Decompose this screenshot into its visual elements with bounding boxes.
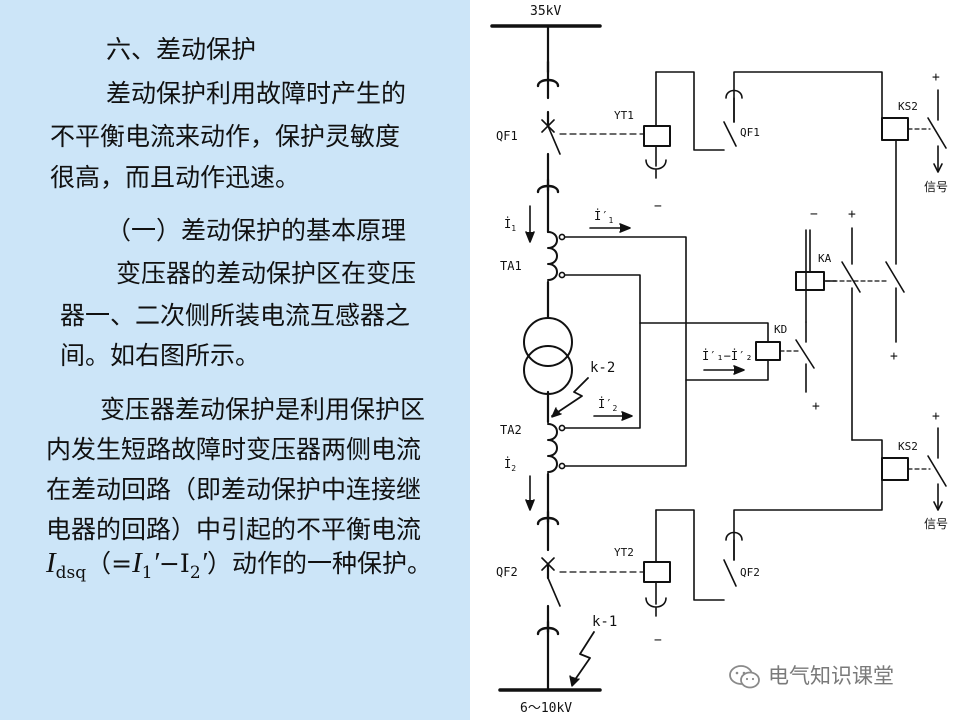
yt2-minus: − (654, 633, 662, 648)
formula-i2-sub: 2 (189, 563, 201, 583)
intro-line: 很高，而且动作迅速。 (50, 163, 301, 192)
circuit-diagram: 35kV 6～10kV QF1 QF2 (470, 0, 960, 720)
paragraph-line: 变压器差动保护是利用保护区 (100, 395, 426, 424)
transformer-primary-winding (523, 317, 573, 367)
paragraph-line: 器一、二次侧所装电流互感器之 (60, 301, 411, 330)
ka2-plus: + (890, 349, 898, 364)
qf1-auxiliary-contact (723, 89, 743, 147)
qf2-auxiliary-contact (723, 531, 743, 587)
bottom-trip-loop: − (645, 439, 883, 648)
formula-open: （= (86, 549, 133, 578)
ta2-terminal (558, 462, 566, 470)
i1-prime-arrow (589, 223, 631, 233)
yt1-minus: − (654, 199, 662, 214)
paragraph-line: 电器的回路）中引起的不平衡电流 (46, 515, 422, 544)
qf1-label: QF1 (496, 129, 518, 143)
k2-label: k-2 (590, 360, 615, 376)
signal-top-label: 信号 (924, 180, 948, 194)
qf2-breaker (541, 557, 561, 607)
watermark: 电气知识课堂 (728, 660, 894, 690)
section-title: 六、差动保护 (106, 35, 257, 64)
qf2-label: QF2 (496, 565, 518, 579)
ta1-terminal (558, 233, 566, 241)
yt1-trip-coil (643, 125, 671, 147)
formula-subscript: dsq (55, 563, 87, 583)
wechat-icon (729, 665, 760, 689)
idiff-label: İ′₁−İ′₂ (702, 348, 753, 363)
k2-fault-bolt (551, 377, 589, 417)
paragraph-line: 在差动回路（即差动保护中连接继 (46, 475, 422, 504)
ks2-top-relay (881, 117, 909, 141)
ks2-top-plus: + (932, 70, 940, 85)
i1-label: İ1 (504, 216, 516, 233)
ks2-bottom-plus: + (932, 409, 940, 424)
ka-label: KA (818, 252, 832, 265)
i2-arrow (525, 475, 535, 511)
idiff-arrow (703, 365, 745, 375)
formula-i2: I (179, 549, 190, 578)
ta1-label: TA1 (500, 259, 522, 273)
formula-prime: ′ (152, 547, 159, 579)
kd-label: KD (774, 323, 787, 336)
ks2-bottom-relay (881, 457, 909, 481)
yt2-trip-coil (643, 561, 671, 583)
k1-label: k-1 (592, 614, 617, 630)
ks2-top-label: KS2 (898, 100, 918, 113)
ka-contact-1 (841, 227, 861, 441)
ta1-terminal (558, 271, 566, 279)
yt1-label: YT1 (614, 109, 634, 122)
signal-bottom-contact (927, 427, 947, 511)
qf1-breaker (541, 119, 561, 155)
subsection-title: （一）差动保护的基本原理 (106, 216, 407, 245)
i1-arrow (525, 205, 535, 243)
signal-top-contact (927, 89, 947, 173)
qf2-contact-label: QF2 (740, 566, 760, 579)
bus-bottom-label: 6～10kV (520, 701, 572, 716)
ta1-coil (547, 231, 558, 281)
formula-i1: I (132, 547, 142, 579)
disconnect-contacts (536, 60, 560, 636)
qf1-contact-label: QF1 (740, 126, 760, 139)
formula-symbol: I (46, 547, 56, 579)
intro-line: 不平衡电流来动作，保护灵敏度 (50, 122, 401, 151)
ta2-label: TA2 (500, 423, 522, 437)
kd-contact (795, 321, 815, 393)
formula-prime: ′ (200, 547, 207, 579)
ks2-bottom-label: KS2 (898, 440, 918, 453)
i2-prime-label: İ′2 (598, 396, 617, 413)
transformer-secondary-winding (523, 345, 573, 395)
kd-plus: + (812, 399, 820, 414)
text-panel: 六、差动保护 差动保护利用故障时产生的 不平衡电流来动作，保护灵敏度 很高，而且… (0, 0, 470, 720)
ka-plus: + (848, 207, 856, 222)
yt2-label: YT2 (614, 546, 634, 559)
paragraph-line: 间。如右图所示。 (60, 341, 261, 370)
formula-minus: − (158, 549, 180, 578)
formula-close: ）动作的一种保护。 (206, 549, 432, 578)
ka-relay-coil (795, 271, 825, 291)
ta2-coil (547, 423, 558, 473)
signal-bottom-label: 信号 (924, 517, 948, 531)
formula-i1-sub: 1 (141, 563, 153, 583)
ka-contact-2 (885, 139, 905, 343)
differential-circuit-wiring (564, 236, 769, 467)
ka-minus: − (810, 207, 818, 222)
i2-prime-arrow (593, 411, 633, 421)
i2-label: İ2 (504, 456, 516, 473)
formula-line: Idsq（=I1′−I2′）动作的一种保护。 (46, 544, 432, 583)
intro-line: 差动保护利用故障时产生的 (106, 79, 407, 108)
k1-fault-bolt (571, 631, 595, 685)
i1-prime-label: İ′1 (594, 208, 613, 225)
kd-relay-coil (755, 341, 781, 361)
ta2-terminal (558, 424, 566, 432)
paragraph-line: 变压器的差动保护区在变压 (116, 259, 417, 288)
watermark-text: 电气知识课堂 (768, 664, 894, 688)
bus-top-label: 35kV (530, 4, 561, 19)
top-trip-loop: − (645, 71, 897, 214)
paragraph-line: 内发生短路故障时变压器两侧电流 (46, 435, 422, 464)
